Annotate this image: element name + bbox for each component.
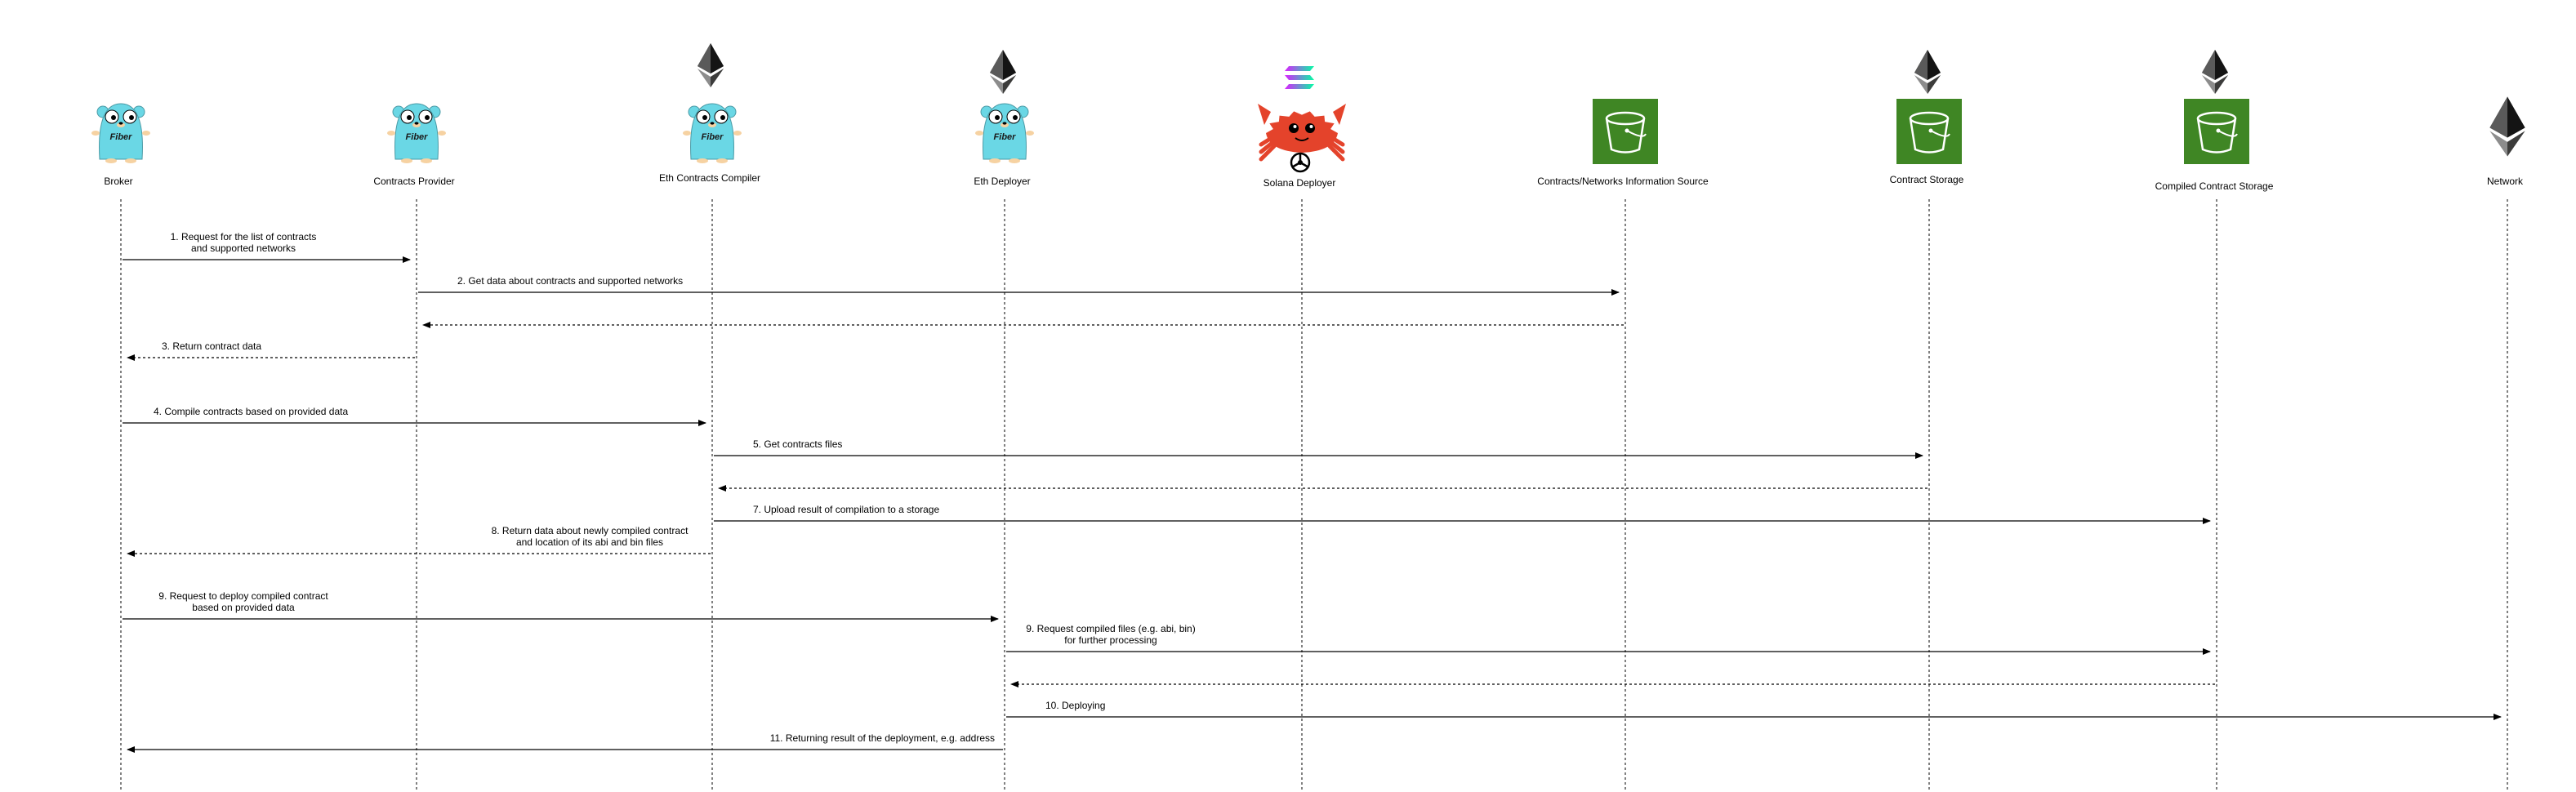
- ethereum-icon: [2489, 96, 2525, 157]
- message-label: 7. Upload result of compilation to a sto…: [753, 504, 939, 515]
- svg-text:Fiber: Fiber: [994, 132, 1017, 142]
- lifelines: [120, 199, 2508, 792]
- message-1: 1. Request for the list of contractsand …: [123, 231, 411, 263]
- message-4: 3. Return contract data: [127, 340, 415, 361]
- participant-label-solana-deployer: Solana Deployer: [1263, 177, 1336, 189]
- message-9: 8. Return data about newly compiled cont…: [127, 525, 711, 557]
- participant-network: Network: [2487, 96, 2525, 187]
- ethereum-icon: [1914, 50, 1941, 94]
- message-2: 2. Get data about contracts and supporte…: [418, 275, 1620, 296]
- message-label: 3. Return contract data: [162, 340, 261, 352]
- message-label: and supported networks: [191, 242, 296, 254]
- message-label: 11. Returning result of the deployment, …: [770, 732, 995, 744]
- message-label: 8. Return data about newly compiled cont…: [492, 525, 689, 536]
- svg-text:Fiber: Fiber: [702, 132, 724, 142]
- participant-label-contracts-provider: Contracts Provider: [373, 176, 454, 187]
- participant-label-contract-storage: Contract Storage: [1890, 174, 1964, 185]
- message-label: for further processing: [1064, 634, 1157, 646]
- fiber-gopher-icon: Fiber: [975, 103, 1034, 163]
- message-5: 4. Compile contracts based on provided d…: [123, 406, 706, 426]
- message-label: based on provided data: [192, 602, 295, 613]
- messages: 1. Request for the list of contractsand …: [123, 231, 2502, 753]
- participant-contract-storage: Contract Storage: [1890, 50, 1964, 185]
- fiber-gopher-icon: Fiber: [91, 103, 150, 163]
- message-label: and location of its abi and bin files: [516, 536, 663, 548]
- message-6: 5. Get contracts files: [714, 438, 1923, 459]
- participant-label-broker: Broker: [104, 176, 132, 187]
- participant-label-eth-deployer: Eth Deployer: [974, 176, 1030, 187]
- message-14: 11. Returning result of the deployment, …: [127, 732, 1003, 753]
- s3-bucket-icon: [1593, 99, 1658, 164]
- ferris-wheel-icon: [1290, 152, 1311, 173]
- solana-icon: [1285, 66, 1314, 89]
- message-label: 1. Request for the list of contracts: [171, 231, 317, 242]
- ethereum-icon: [697, 43, 724, 87]
- participant-label-info-source: Contracts/Networks Information Source: [1537, 176, 1709, 187]
- svg-text:Fiber: Fiber: [406, 132, 429, 142]
- s3-bucket-icon: [1896, 99, 1962, 164]
- participant-compiled-storage: Compiled Contract Storage: [2155, 50, 2274, 192]
- message-11: 9. Request compiled files (e.g. abi, bin…: [1006, 623, 2211, 655]
- participant-label-compiled-storage: Compiled Contract Storage: [2155, 180, 2274, 192]
- message-8: 7. Upload result of compilation to a sto…: [714, 504, 2211, 524]
- participant-solana-deployer: Solana Deployer: [1258, 66, 1346, 189]
- participant-info-source: Contracts/Networks Information Source: [1537, 99, 1709, 187]
- ethereum-icon: [2202, 50, 2228, 94]
- message-label: 5. Get contracts files: [753, 438, 842, 450]
- message-label: 4. Compile contracts based on provided d…: [154, 406, 348, 417]
- message-10: 9. Request to deploy compiled contractba…: [123, 590, 999, 622]
- message-label: 2. Get data about contracts and supporte…: [457, 275, 683, 287]
- rust-crab-icon: [1258, 104, 1346, 162]
- fiber-gopher-icon: Fiber: [683, 103, 742, 163]
- ethereum-icon: [990, 50, 1016, 94]
- message-label: 9. Request to deploy compiled contract: [158, 590, 328, 602]
- message-label: 9. Request compiled files (e.g. abi, bin…: [1026, 623, 1195, 634]
- message-13: 10. Deploying: [1006, 700, 2502, 720]
- message-label: 10. Deploying: [1045, 700, 1105, 711]
- fiber-gopher-icon: Fiber: [387, 103, 446, 163]
- participant-label-eth-compiler: Eth Contracts Compiler: [659, 172, 760, 184]
- svg-text:Fiber: Fiber: [110, 132, 133, 142]
- participant-label-network: Network: [2487, 176, 2524, 187]
- s3-bucket-icon: [2184, 99, 2249, 164]
